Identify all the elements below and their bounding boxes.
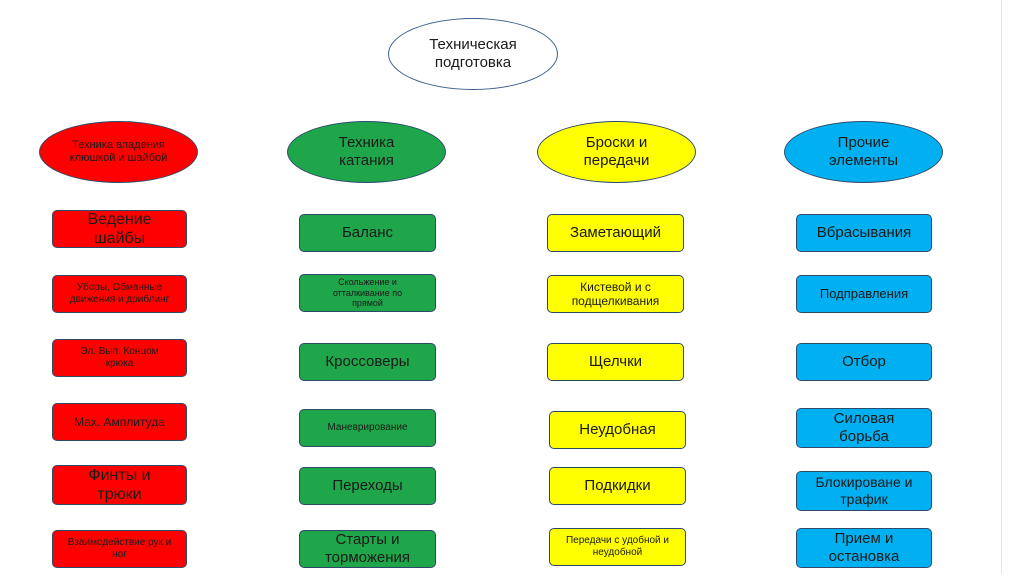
header-label: Прочие элементы <box>828 134 898 169</box>
item-box: Старты и торможения <box>299 530 436 568</box>
header-shots-passes: Броски и передачи <box>537 121 696 183</box>
item-label: Эл. Вып. Концом крюка <box>80 346 159 369</box>
item-box: Щелчки <box>547 343 684 381</box>
item-label: Скольжение и отталкивание по прямой <box>332 276 403 309</box>
item-label: Блокироване и трафик <box>815 474 913 507</box>
item-label: Подкидки <box>584 477 651 494</box>
root-node: Техническая подготовка <box>388 18 558 90</box>
header-label: Техника владения клюшкой и шайбой <box>69 138 168 164</box>
item-box: Подправления <box>796 275 932 313</box>
header-skating: Техника катания <box>287 121 446 183</box>
item-box: Баланс <box>299 214 436 252</box>
item-label: Кистевой и с подщелкивания <box>571 279 660 308</box>
item-box: Маневрирование <box>299 409 436 447</box>
header-stick-handling: Техника владения клюшкой и шайбой <box>39 121 198 183</box>
item-box: Взаимодействие рук и ног <box>52 530 187 568</box>
item-label: Щелчки <box>588 353 643 370</box>
item-label: Передачи с удобной и неудобной <box>565 535 669 558</box>
item-label: Старты и торможения <box>324 531 411 566</box>
item-label: Маневрирование <box>327 422 408 433</box>
item-box: Мах. Амплитуда <box>52 403 187 441</box>
item-label: Прием и остановка <box>828 530 900 565</box>
root-label: Техническая подготовка <box>429 36 517 71</box>
item-label: Подправления <box>819 286 909 302</box>
item-box: Ведение шайбы <box>52 210 187 248</box>
header-label: Техника катания <box>338 134 395 169</box>
item-box: Прием и остановка <box>796 528 932 568</box>
item-box: Уборы, Обманные движения и дриблинг <box>52 275 187 313</box>
item-label: Ведение шайбы <box>87 210 152 247</box>
item-label: Мах. Амплитуда <box>74 414 165 429</box>
item-label: Отбор <box>842 353 886 370</box>
item-box: Скольжение и отталкивание по прямой <box>299 274 436 312</box>
item-box: Вбрасывания <box>796 214 932 252</box>
item-label: Финты и трюки <box>88 466 151 503</box>
item-box: Отбор <box>796 343 932 381</box>
item-label: Силовая борьба <box>833 410 895 445</box>
item-box: Переходы <box>299 467 436 505</box>
item-box: Блокироване и трафик <box>796 471 932 511</box>
item-box: Кистевой и с подщелкивания <box>547 275 684 313</box>
header-label: Броски и передачи <box>583 134 650 169</box>
item-box: Заметающий <box>547 214 684 252</box>
item-box: Подкидки <box>549 467 686 505</box>
item-label: Вбрасывания <box>816 224 912 241</box>
item-label: Баланс <box>341 224 394 241</box>
item-box: Силовая борьба <box>796 408 932 448</box>
item-box: Финты и трюки <box>52 465 187 505</box>
item-box: Передачи с удобной и неудобной <box>549 528 686 566</box>
item-label: Заметающий <box>570 224 661 241</box>
header-other-elements: Прочие элементы <box>784 121 943 183</box>
item-label: Взаимодействие рук и ног <box>67 537 172 560</box>
item-label: Кроссоверы <box>325 353 410 370</box>
slide-edge-line <box>1001 0 1002 574</box>
item-label: Неудобная <box>579 421 656 438</box>
item-label: Уборы, Обманные движения и дриблинг <box>69 282 170 305</box>
item-label: Переходы <box>332 477 403 494</box>
item-box: Эл. Вып. Концом крюка <box>52 339 187 377</box>
item-box: Неудобная <box>549 411 686 449</box>
item-box: Кроссоверы <box>299 343 436 381</box>
